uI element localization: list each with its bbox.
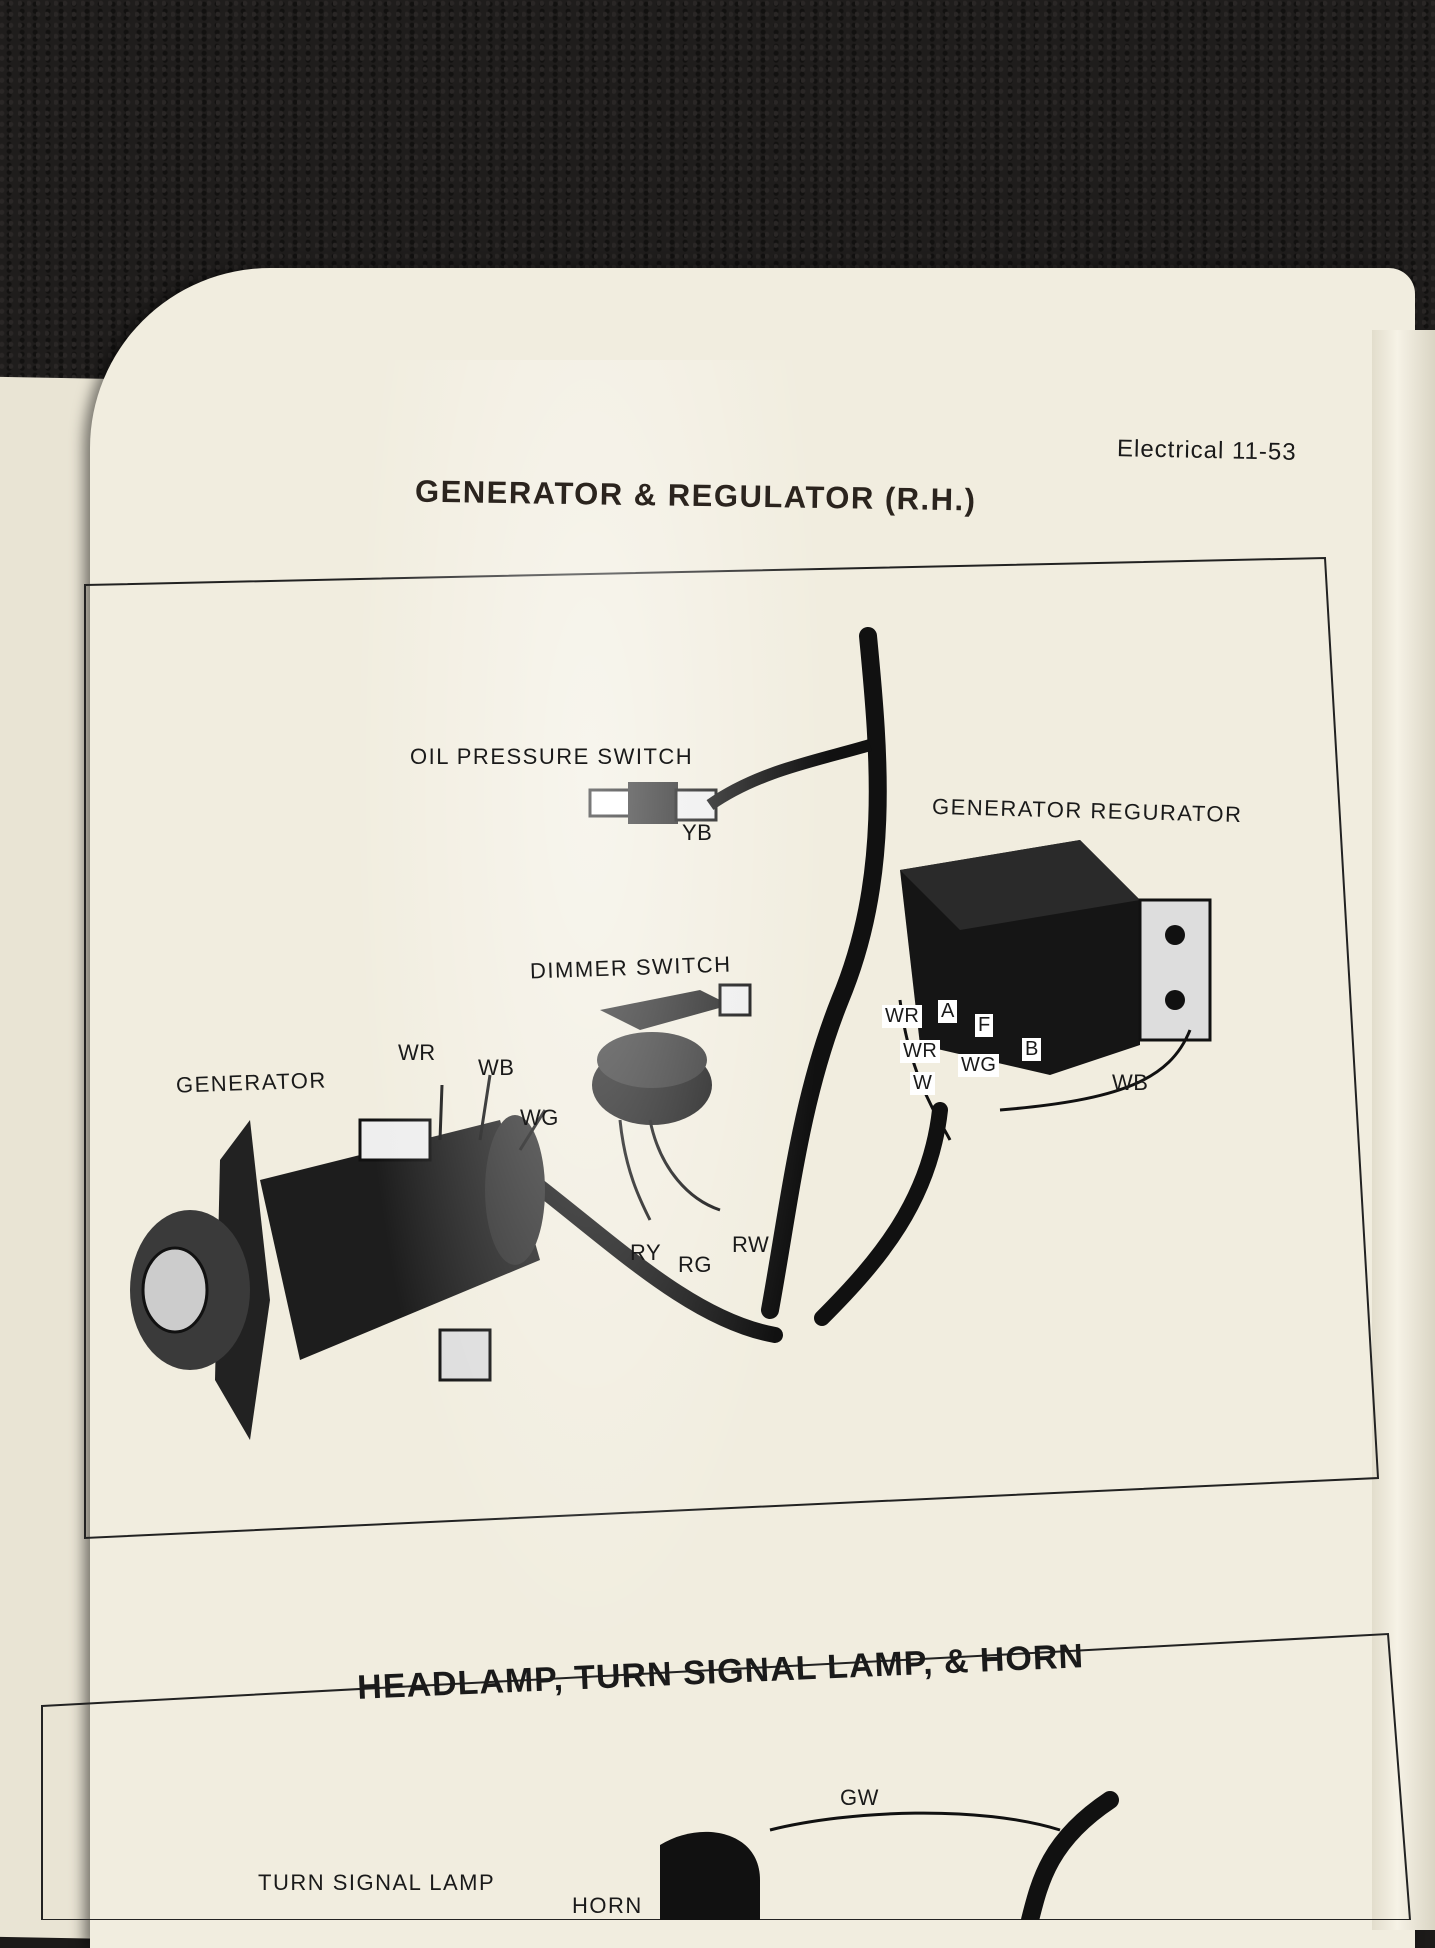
- label-turn-signal-lamp: TURN SIGNAL LAMP: [258, 1870, 496, 1895]
- terminal-a: A: [938, 1000, 958, 1023]
- label-horn: HORN: [572, 1893, 643, 1918]
- wire-code-rw: RW: [732, 1232, 770, 1257]
- bottom-harness: [1021, 1791, 1119, 1920]
- wire-code-w-regulator: W: [910, 1072, 936, 1095]
- bottom-diagram-frame: [41, 1632, 1412, 1920]
- harness-to-generator: [512, 1164, 783, 1343]
- wire-code-yb: YB: [682, 820, 713, 845]
- terminal-b: B: [1022, 1038, 1042, 1061]
- label-oil-pressure-switch: OIL PRESSURE SWITCH: [410, 744, 694, 769]
- harness-to-regulator: [814, 1102, 948, 1326]
- dimmer-switch-icon: [592, 983, 752, 1221]
- wire-code-wb-generator: WB: [478, 1055, 515, 1080]
- terminal-f: F: [975, 1014, 994, 1037]
- main-harness: [761, 627, 887, 1319]
- top-diagram-frame: [84, 556, 1380, 1540]
- generator-icon: [130, 1074, 547, 1440]
- page-stack-edge: [1372, 330, 1435, 1930]
- wire-code-wr-regulator-a: WR: [882, 1005, 923, 1028]
- wire-code-wr-regulator-b: WR: [900, 1040, 941, 1063]
- horn-icon: [660, 1831, 760, 1920]
- wire-code-ry: RY: [630, 1240, 662, 1265]
- generator-regulator-icon: [898, 840, 1212, 1141]
- label-generator: GENERATOR: [175, 1067, 328, 1098]
- wire-code-wr-generator: WR: [398, 1040, 436, 1065]
- oil-pressure-switch-icon: [588, 739, 872, 824]
- page-reference: Electrical 11-53: [1116, 435, 1297, 466]
- gw-wire: [769, 1811, 1061, 1832]
- wire-code-wb-regulator: WB: [1112, 1070, 1149, 1095]
- wire-code-rg: RG: [678, 1252, 712, 1277]
- wire-code-wg-generator: WG: [520, 1105, 559, 1130]
- wire-code-wg-regulator: WG: [958, 1054, 1000, 1077]
- wire-code-gw: GW: [840, 1785, 879, 1810]
